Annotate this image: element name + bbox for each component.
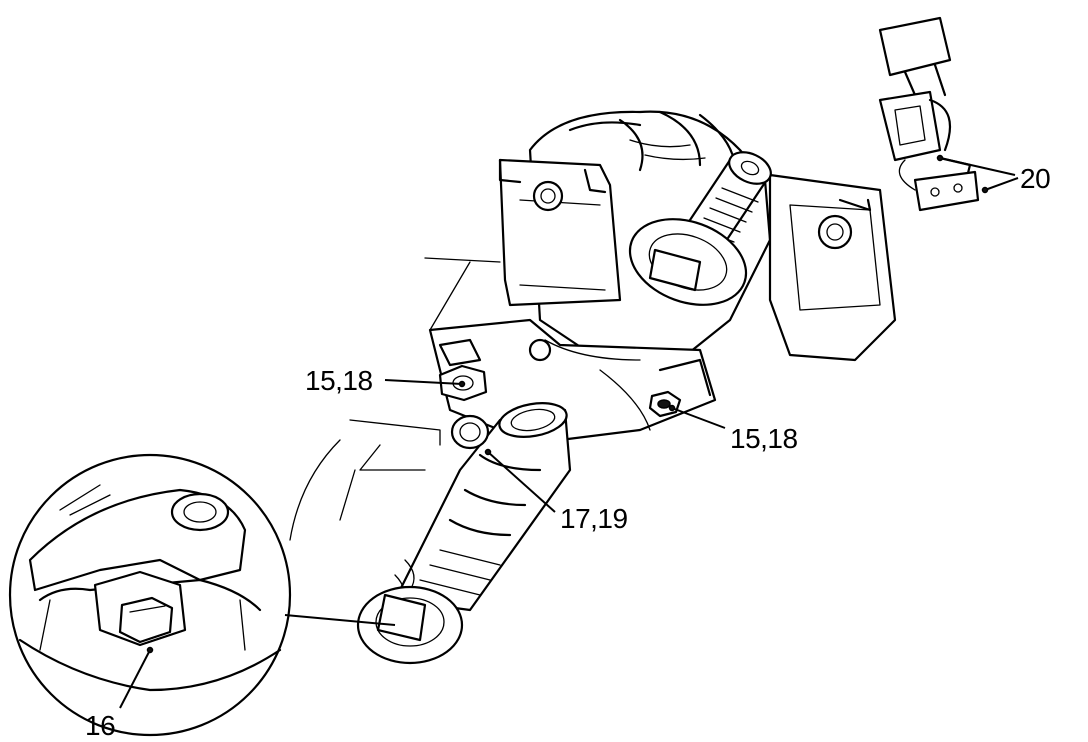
vehicle-body-outline (289, 257, 501, 541)
callout-15-18-left: 15,18 (305, 365, 373, 396)
inset-connector-line (284, 614, 396, 626)
callout-20: 20 (1020, 163, 1050, 194)
column-tube (356, 402, 572, 665)
callout-16: 16 (85, 710, 115, 741)
steering-shaft-spline (628, 151, 772, 306)
leader-lines (119, 154, 1019, 709)
wiring-connector (878, 16, 980, 212)
callout-15-18-right: 15,18 (730, 423, 798, 454)
lower-bracket (428, 318, 717, 442)
callout-17-19: 17,19 (560, 503, 628, 534)
detail-inset-circle (8, 453, 292, 737)
